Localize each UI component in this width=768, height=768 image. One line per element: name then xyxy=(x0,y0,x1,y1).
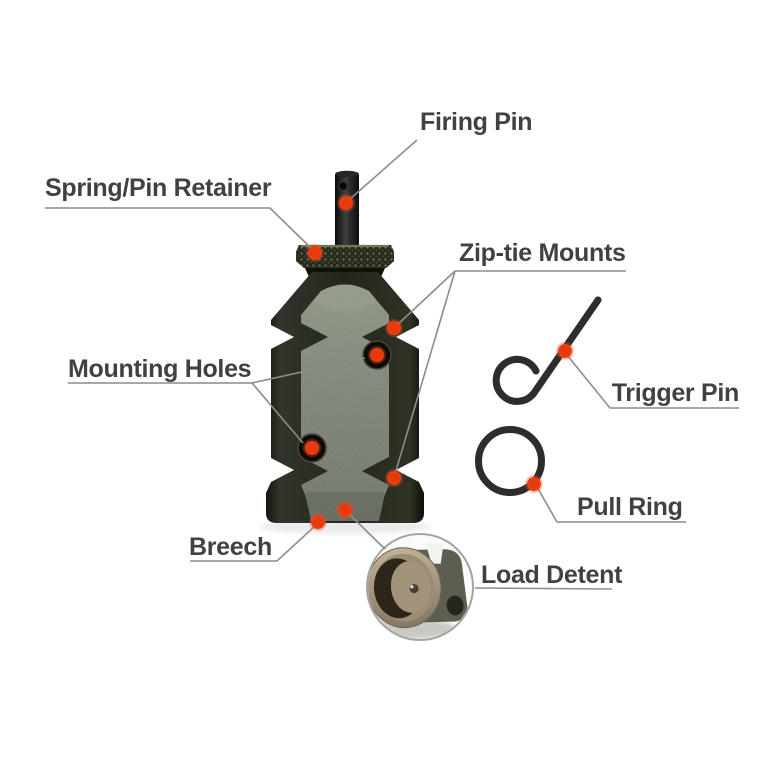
leader-firing-pin xyxy=(349,139,418,200)
label-load-detent: Load Detent xyxy=(481,561,623,589)
leader-mounting-lower xyxy=(251,382,304,444)
marker-firing-pin xyxy=(337,194,355,212)
label-mounting-holes: Mounting Holes xyxy=(68,355,252,383)
leader-mounting-upper xyxy=(251,357,366,384)
leader-zip-tie-upper xyxy=(395,270,456,327)
pin-cross-hole xyxy=(338,181,348,191)
leader-lines xyxy=(45,139,739,590)
label-breech: Breech xyxy=(189,533,272,561)
marker-trigger-pin xyxy=(556,342,574,360)
firing-pin-rod xyxy=(335,170,359,250)
marker-dots xyxy=(303,194,574,531)
leader-load-detent-underline xyxy=(474,587,613,590)
leader-pull-ring xyxy=(536,486,686,523)
label-trigger-pin: Trigger Pin xyxy=(611,379,740,407)
leader-trigger-pin xyxy=(566,354,739,409)
ground-shadow xyxy=(259,520,431,534)
marker-mounting-hole-bottom xyxy=(303,439,321,457)
device-illustration xyxy=(259,170,431,534)
pull-ring-figure xyxy=(475,426,545,496)
marker-zip-tie-upper xyxy=(385,319,403,337)
trigger-pin-figure xyxy=(492,296,602,405)
leader-load-detent-source xyxy=(346,511,386,550)
marker-load-detent xyxy=(336,501,354,519)
leader-zip-tie-lower xyxy=(394,270,456,475)
marker-zip-tie-lower xyxy=(385,469,403,487)
leader-spring-pin-retainer xyxy=(45,207,314,251)
body-front-face xyxy=(301,284,389,521)
label-firing-pin: Firing Pin xyxy=(420,108,533,136)
marker-mounting-hole-top xyxy=(368,346,386,364)
label-zip-tie-mounts: Zip-tie Mounts xyxy=(459,239,626,267)
marker-spring-pin-retainer xyxy=(306,244,324,262)
marker-pull-ring xyxy=(525,475,543,493)
leader-breech xyxy=(190,525,316,562)
load-detent-inset xyxy=(366,533,474,641)
label-pull-ring: Pull Ring xyxy=(577,493,683,521)
label-spring-pin-retainer: Spring/Pin Retainer xyxy=(45,174,272,202)
marker-breech xyxy=(309,513,327,531)
